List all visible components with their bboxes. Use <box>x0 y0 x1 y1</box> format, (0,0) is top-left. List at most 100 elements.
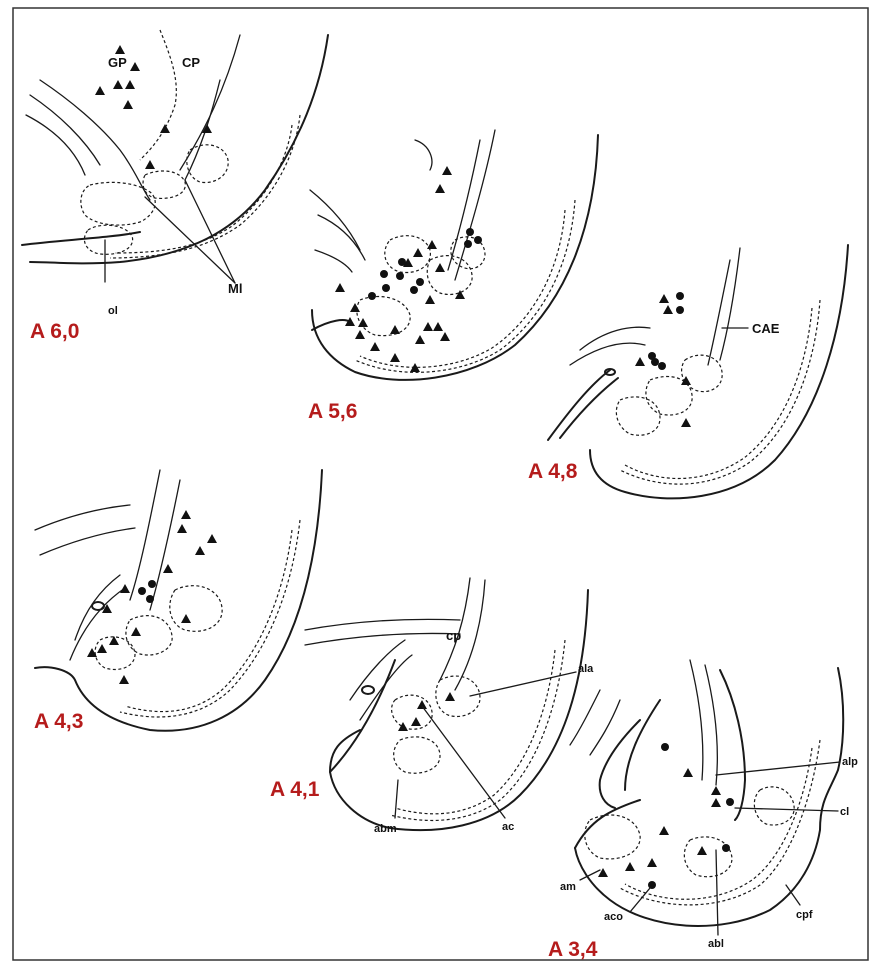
section-label-a60: A 6,0 <box>30 320 79 343</box>
triangle-marker <box>195 546 205 555</box>
triangle-marker <box>181 614 191 623</box>
triangle-marker <box>411 717 421 726</box>
triangle-marker <box>145 160 155 169</box>
triangle-marker <box>445 692 455 701</box>
triangle-marker <box>711 798 721 807</box>
section-label-a48: A 4,8 <box>528 460 578 483</box>
triangle-marker <box>683 768 693 777</box>
triangle-marker <box>435 263 445 272</box>
circle-marker <box>148 580 156 588</box>
label-am: am <box>560 881 576 893</box>
label-cp-upper: CP <box>182 55 200 70</box>
circle-marker <box>661 743 669 751</box>
triangle-marker <box>647 858 657 867</box>
label-cp-lower: cp <box>446 628 461 643</box>
triangle-marker <box>207 534 217 543</box>
triangle-marker <box>370 342 380 351</box>
triangle-marker <box>711 786 721 795</box>
triangle-marker <box>119 675 129 684</box>
panel-a48: CAE A 4,8 <box>528 245 848 498</box>
triangle-marker <box>681 418 691 427</box>
panel-a60: GP CP Ml ol A 6,0 <box>22 30 328 343</box>
triangle-marker <box>425 295 435 304</box>
vessel-outline <box>92 602 104 610</box>
circle-marker <box>648 352 656 360</box>
triangle-marker <box>659 826 669 835</box>
triangle-marker <box>423 322 433 331</box>
triangle-marker <box>113 80 123 89</box>
label-abl: abl <box>708 938 724 950</box>
triangle-marker <box>390 353 400 362</box>
triangle-marker <box>358 318 368 327</box>
triangle-marker <box>598 868 608 877</box>
circle-marker <box>416 278 424 286</box>
label-ml: Ml <box>228 281 242 296</box>
circle-marker <box>648 881 656 889</box>
section-label-a56: A 5,6 <box>308 400 357 423</box>
panel-a34: alp cl cpf am aco abl A 3,4 <box>548 660 858 961</box>
triangle-marker <box>390 325 400 334</box>
circle-marker <box>676 292 684 300</box>
label-ala: ala <box>578 663 594 675</box>
section-label-a41: A 4,1 <box>270 778 320 801</box>
label-cpf: cpf <box>796 909 813 921</box>
triangle-marker <box>663 305 673 314</box>
circle-marker <box>368 292 376 300</box>
triangle-marker <box>413 248 423 257</box>
triangle-marker <box>160 124 170 133</box>
triangle-marker <box>427 240 437 249</box>
triangle-marker <box>625 862 635 871</box>
circle-marker <box>396 272 404 280</box>
triangle-marker <box>130 62 140 71</box>
triangle-marker <box>355 330 365 339</box>
section-label-a34: A 3,4 <box>548 938 598 961</box>
triangle-marker <box>415 335 425 344</box>
label-alp: alp <box>842 756 858 768</box>
circle-marker <box>676 306 684 314</box>
triangle-marker <box>440 332 450 341</box>
triangle-marker <box>345 317 355 326</box>
circle-marker <box>398 258 406 266</box>
section-label-a43: A 4,3 <box>34 710 83 733</box>
circle-marker <box>464 240 472 248</box>
label-gp: GP <box>108 55 127 70</box>
vessel-outline <box>362 686 374 694</box>
triangle-marker <box>181 510 191 519</box>
triangle-marker <box>435 184 445 193</box>
triangle-marker <box>120 584 130 593</box>
triangle-marker <box>97 644 107 653</box>
circle-marker <box>138 587 146 595</box>
circle-marker <box>474 236 482 244</box>
label-aco: aco <box>604 911 623 923</box>
triangle-marker <box>95 86 105 95</box>
triangle-marker <box>131 627 141 636</box>
triangle-marker <box>442 166 452 175</box>
triangle-marker <box>635 357 645 366</box>
panel-a43: A 4,3 <box>34 470 322 733</box>
triangle-marker <box>335 283 345 292</box>
circle-marker <box>726 798 734 806</box>
triangle-marker <box>177 524 187 533</box>
label-ac: ac <box>502 821 514 833</box>
circle-marker <box>146 595 154 603</box>
panel-a56: A 5,6 <box>308 130 598 423</box>
circle-marker <box>658 362 666 370</box>
triangle-marker <box>163 564 173 573</box>
triangle-marker <box>659 294 669 303</box>
circle-marker <box>380 270 388 278</box>
triangle-marker <box>350 303 360 312</box>
triangle-marker <box>697 846 707 855</box>
triangle-marker <box>123 100 133 109</box>
circle-marker <box>466 228 474 236</box>
circle-marker <box>410 286 418 294</box>
triangle-marker <box>433 322 443 331</box>
triangle-marker <box>115 45 125 54</box>
label-cl: cl <box>840 806 849 818</box>
circle-marker <box>382 284 390 292</box>
label-cae: CAE <box>752 321 780 336</box>
label-ol: ol <box>108 305 118 317</box>
triangle-marker <box>398 722 408 731</box>
triangle-marker <box>417 700 427 709</box>
circle-marker <box>722 844 730 852</box>
